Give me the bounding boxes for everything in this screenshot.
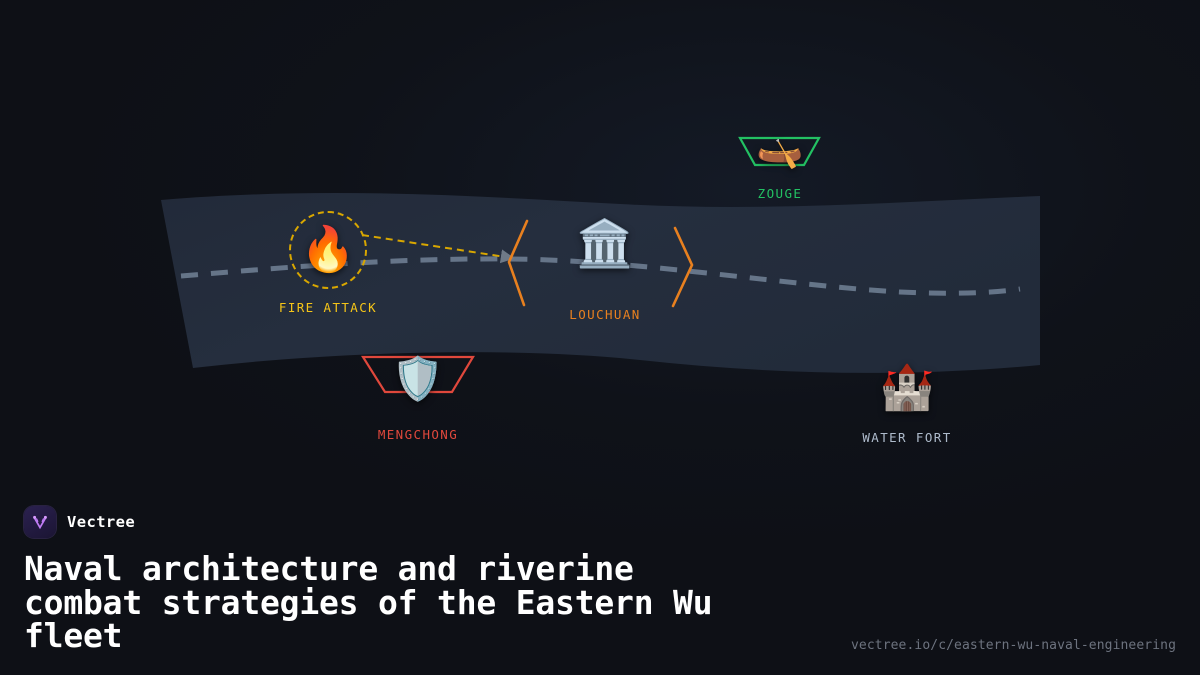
vectree-mark <box>33 515 47 530</box>
map-node-label-water-fort: WATER FORT <box>862 430 952 445</box>
river-current-line <box>180 256 1021 296</box>
water-fort-art: 🏰 <box>852 360 962 416</box>
louchuan-right-chevron <box>671 226 694 308</box>
vectree-logo-icon <box>24 506 56 539</box>
map-node-fire-attack[interactable]: 🔥 FIRE ATTACK <box>228 202 428 315</box>
map-node-label-mengchong: MENGCHONG <box>377 427 459 442</box>
map-node-louchuan[interactable]: 🏛️ LOUCHUAN <box>505 207 705 322</box>
louchuan-art: 🏛️ <box>550 207 660 279</box>
page-title: Naval architecture and riverine combat s… <box>24 549 713 656</box>
mengchong-hull <box>361 355 475 394</box>
map-node-label-zouge: ZOUGE <box>757 186 803 201</box>
tower-ship-icon: 🏛️ <box>576 216 634 270</box>
map-node-label-louchuan: LOUCHUAN <box>569 307 641 322</box>
fire-icon: 🔥 <box>300 224 356 275</box>
map-node-label-fire-attack: FIRE ATTACK <box>278 300 378 315</box>
map-node-mengchong[interactable]: 🛡️ MENGCHONG <box>318 343 518 443</box>
louchuan-left-chevron <box>507 219 529 307</box>
castle-icon: 🏰 <box>879 362 935 413</box>
zouge-art: 🛶 <box>725 120 835 176</box>
fire-attack-art: 🔥 <box>280 202 376 298</box>
dashed-ring-icon <box>289 211 367 289</box>
canoe-icon: 🛶 <box>756 126 804 170</box>
shield-icon: 🛡️ <box>391 354 445 403</box>
map-node-zouge[interactable]: 🛶 ZOUGE <box>680 120 880 201</box>
source-url: vectree.io/c/eastern-wu-naval-engineerin… <box>851 638 1176 653</box>
footer: Vectree Naval architecture and riverine … <box>0 506 1200 675</box>
fire-attack-vector <box>361 234 515 264</box>
zouge-hull <box>738 136 821 167</box>
brand[interactable]: Vectree <box>24 506 1176 539</box>
map-node-water-fort[interactable]: 🏰 WATER FORT <box>807 360 1007 446</box>
brand-name: Vectree <box>67 513 136 532</box>
mengchong-art: 🛡️ <box>363 343 473 415</box>
